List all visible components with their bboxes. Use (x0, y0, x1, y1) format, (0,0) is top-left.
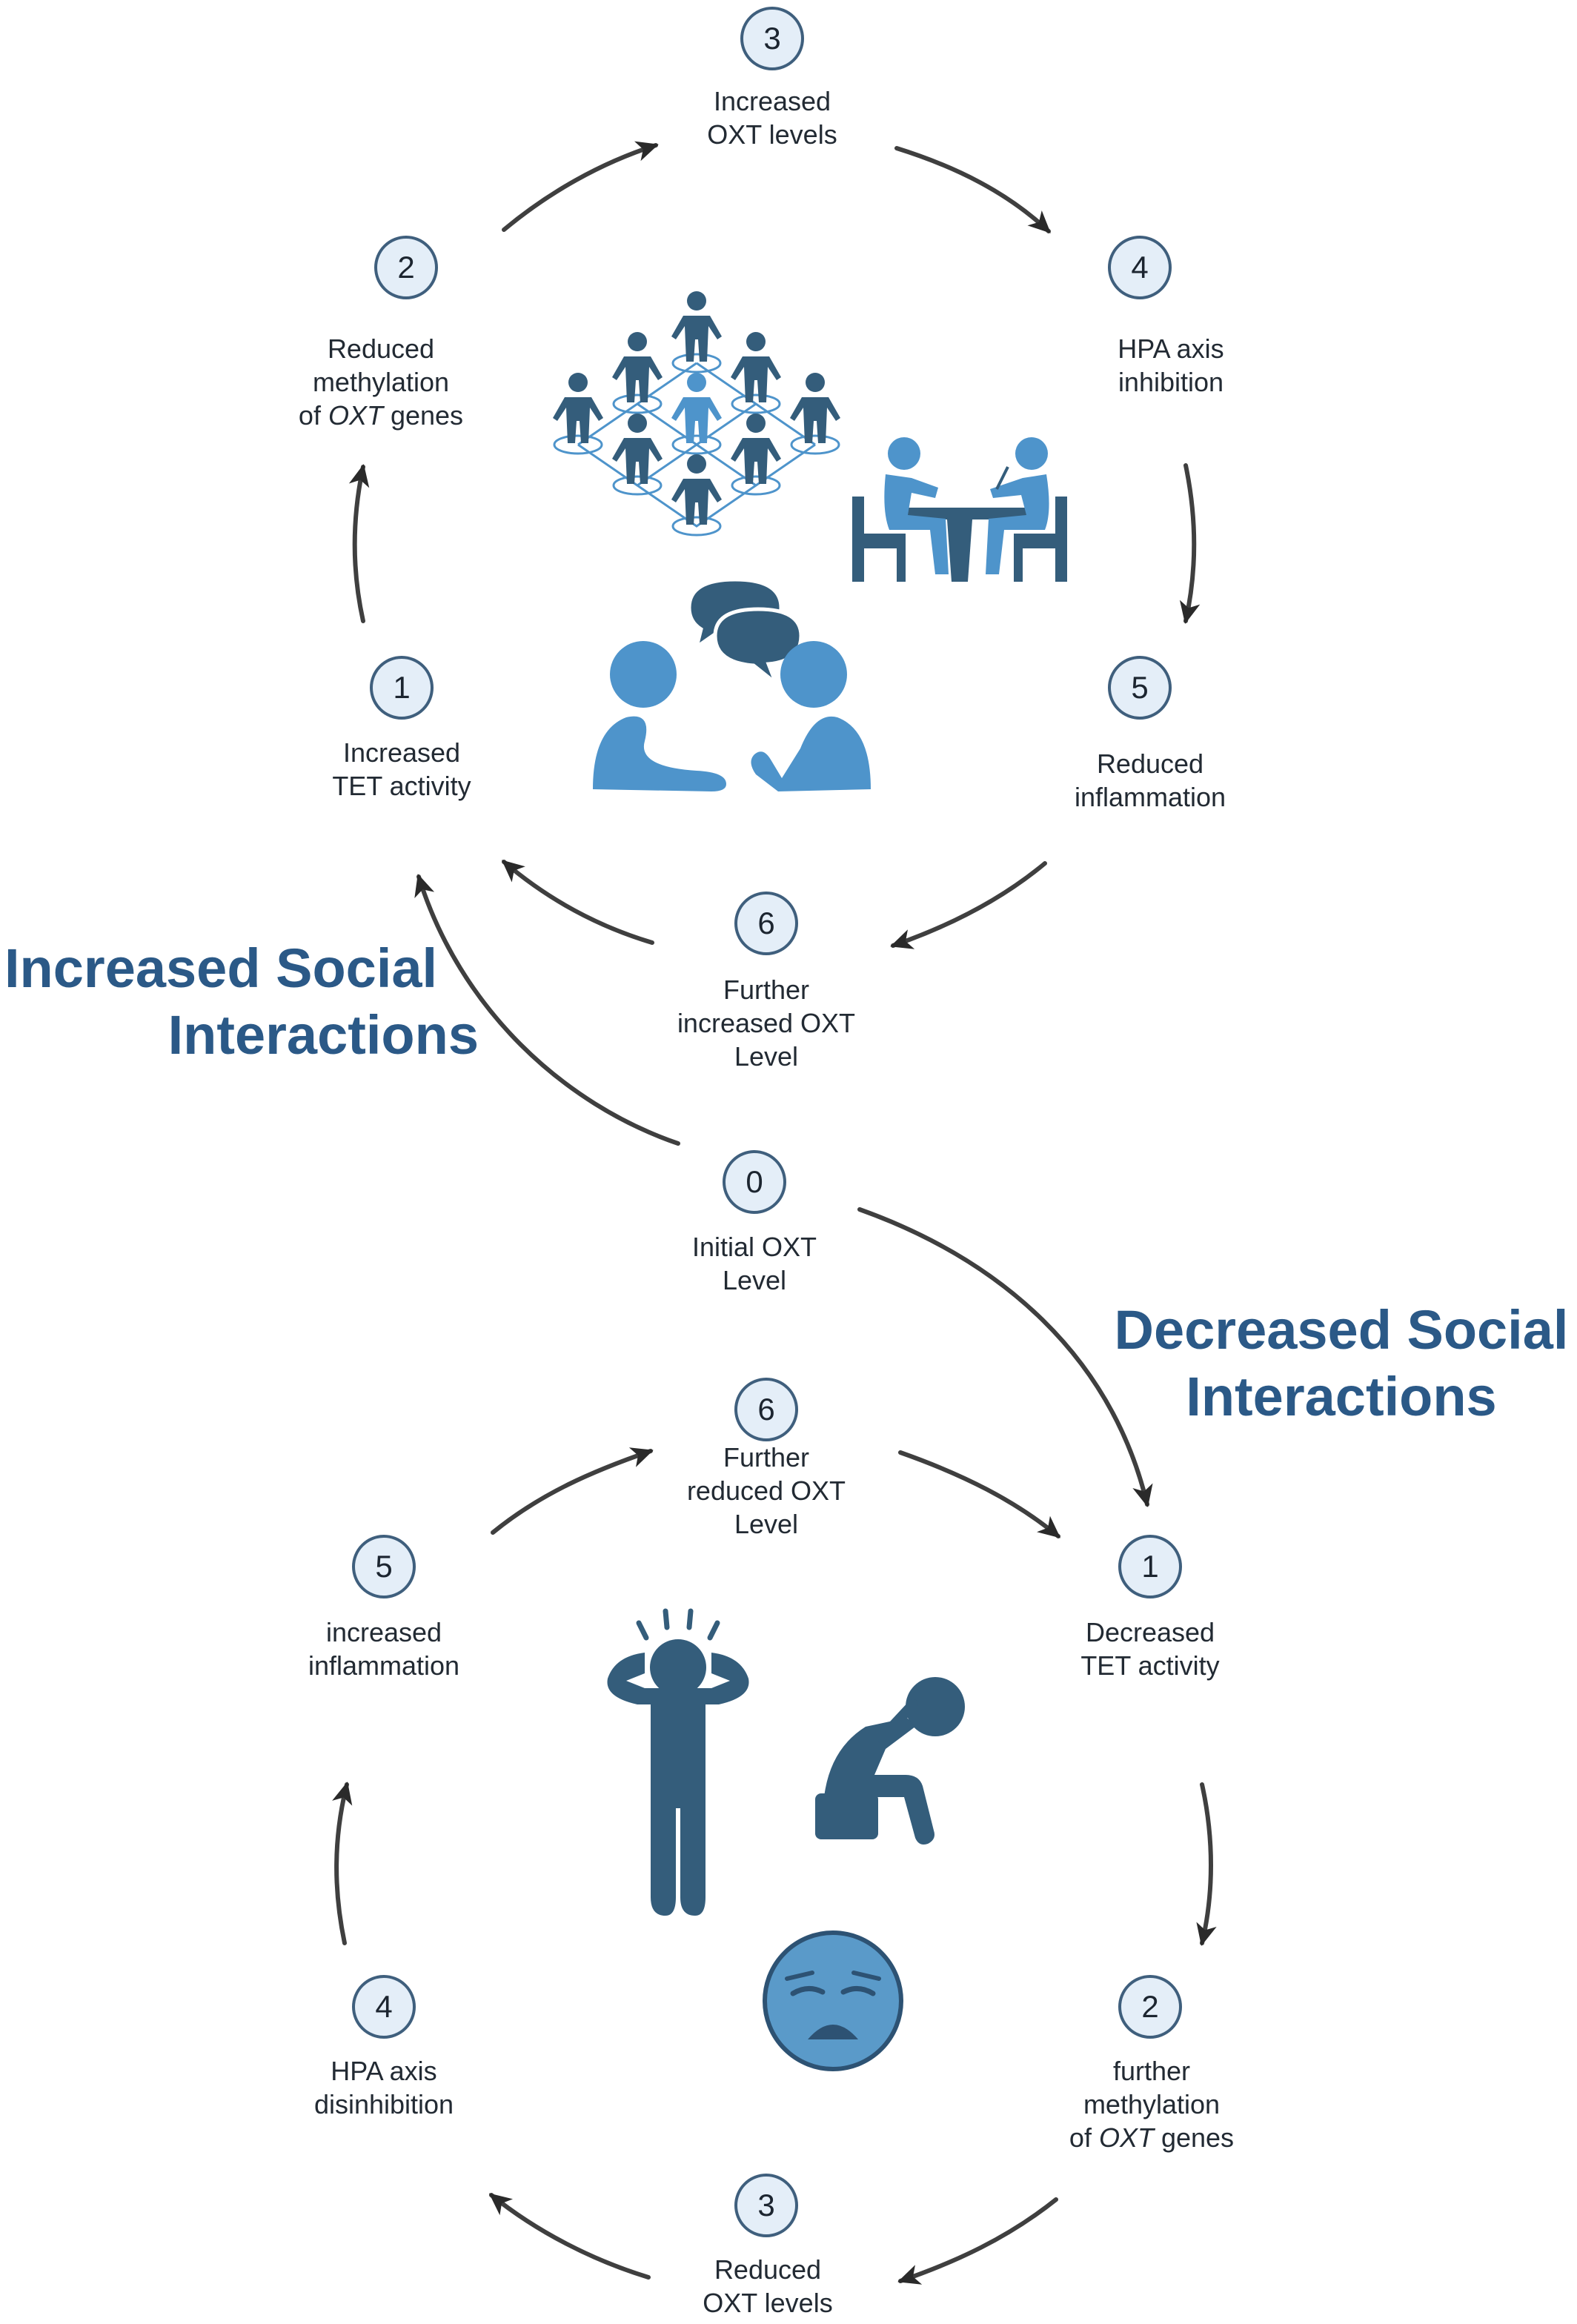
dec-step-6-badge: 6 (734, 1378, 798, 1441)
arrow-3-to-4-lower (488, 2193, 651, 2280)
inc-step-1-label: Increased TET activity (246, 736, 557, 803)
label-text: genes (382, 400, 464, 431)
decreased-social-heading: Decreased Social Interactions (1112, 1297, 1571, 1430)
dec-step-5-badge: 5 (352, 1535, 416, 1598)
arrow-1-to-2 (348, 464, 370, 623)
inc-step-1-badge: 1 (370, 656, 434, 720)
arrow-3-to-4 (894, 146, 1051, 233)
dec-step-2-badge: 2 (1118, 1975, 1182, 2039)
inc-step-5-label: Reduced inflammation (995, 747, 1306, 814)
increased-heading-line-1: Increased Social (4, 937, 438, 999)
label-line: increased OXT (677, 1008, 856, 1038)
inc-step-6-label: Further increased OXT Level (611, 973, 922, 1073)
label-line: HPA axis (331, 2056, 437, 2086)
label-line: Decreased (1085, 1617, 1215, 1647)
arrow-2-to-3 (502, 141, 659, 232)
dec-step-1-badge: 1 (1118, 1535, 1182, 1598)
label-line: Level (734, 1041, 799, 1072)
dec-step-5-label: increased inflammation (228, 1616, 540, 1682)
inc-step-3-label: Increased OXT levels (617, 84, 928, 151)
arrow-5-to-6 (890, 861, 1047, 949)
step-0-label-line: Initial OXT (691, 1232, 817, 1262)
arrow-4-to-5 (1179, 463, 1201, 624)
label-line: Level (734, 1509, 799, 1539)
label-line: increased (325, 1617, 442, 1647)
increased-social-heading: Increased Social Interactions (4, 935, 479, 1069)
label-gene-name: OXT (1098, 2122, 1154, 2153)
arrow-2-to-3-lower (897, 2197, 1058, 2285)
label-line: of OXT genes (225, 399, 537, 432)
conversation-icon (593, 577, 871, 791)
increased-cycle-arrows (348, 141, 1201, 1146)
step-0-label-line: Level (722, 1265, 787, 1295)
label-line: OXT levels (707, 119, 837, 150)
inc-step-3-badge: 3 (740, 7, 804, 70)
inc-step-2-label: Reduced methylation of OXT genes (225, 332, 537, 432)
label-line: Increased (713, 86, 831, 116)
inc-step-4-label: HPA axis inhibition (1015, 332, 1327, 399)
inc-step-5-badge: 5 (1108, 656, 1172, 720)
social-network-icon (553, 291, 840, 537)
label-line: of OXT genes (996, 2121, 1307, 2154)
decreased-cycle-arrows (332, 1207, 1217, 2285)
label-line: HPA axis (1118, 333, 1224, 364)
dec-step-4-badge: 4 (352, 1975, 416, 2039)
label-line: Further (723, 975, 810, 1005)
sad-sitting-person-icon (815, 1677, 965, 1845)
dec-step-3-label: Reduced OXT levels (612, 2253, 923, 2320)
label-line: Increased (342, 737, 461, 768)
meeting-at-table-icon (852, 437, 1067, 582)
label-line: methylation (1083, 2089, 1221, 2119)
inc-step-4-badge: 4 (1108, 236, 1172, 299)
arrow-6-to-1-lower (898, 1450, 1061, 1538)
inc-step-2-badge: 2 (374, 236, 438, 299)
decreased-heading-line-2: Interactions (1186, 1366, 1497, 1427)
dec-step-3-badge: 3 (734, 2174, 798, 2237)
label-line: inflammation (308, 1650, 460, 1681)
label-line: Reduced (327, 333, 435, 364)
arrow-1-to-2-lower (1196, 1782, 1217, 1946)
label-text: of (298, 400, 328, 431)
step-0-badge: 0 (723, 1150, 786, 1214)
arrow-0-to-increased (414, 874, 680, 1146)
sad-face-icon (763, 1930, 903, 2071)
dec-step-2-label: further methylation of OXT genes (996, 2054, 1307, 2154)
dec-step-1-label: Decreased TET activity (995, 1616, 1306, 1682)
stressed-person-icon (607, 1608, 749, 1916)
arrow-4-to-5-lower (332, 1782, 353, 1945)
arrow-6-to-1 (501, 860, 654, 945)
label-gene-name: OXT (328, 400, 383, 431)
label-line: disinhibition (313, 2089, 454, 2119)
label-line: OXT levels (703, 2288, 833, 2318)
label-line: Further (723, 1442, 810, 1473)
step-0-label: Initial OXT Level (599, 1230, 910, 1297)
inc-step-6-badge: 6 (734, 892, 798, 955)
dec-step-4-label: HPA axis disinhibition (228, 2054, 540, 2121)
arrow-0-to-decreased (857, 1207, 1153, 1507)
arrow-5-to-6-lower (491, 1447, 654, 1535)
label-line: reduced OXT (686, 1475, 846, 1506)
label-line: inflammation (1074, 782, 1226, 812)
label-line: Reduced (1096, 748, 1204, 779)
label-line: inhibition (1118, 367, 1224, 397)
dec-step-6-label: Further reduced OXT Level (611, 1441, 922, 1541)
increased-heading-line-2: Interactions (167, 1004, 479, 1066)
label-line: TET activity (332, 771, 471, 801)
label-text: of (1069, 2122, 1099, 2153)
label-line: methylation (312, 367, 450, 397)
label-line: Reduced (714, 2254, 822, 2285)
label-line: TET activity (1080, 1650, 1220, 1681)
decreased-heading-line-1: Decreased Social (1114, 1299, 1569, 1361)
label-line: further (1112, 2056, 1191, 2086)
label-text: genes (1153, 2122, 1235, 2153)
